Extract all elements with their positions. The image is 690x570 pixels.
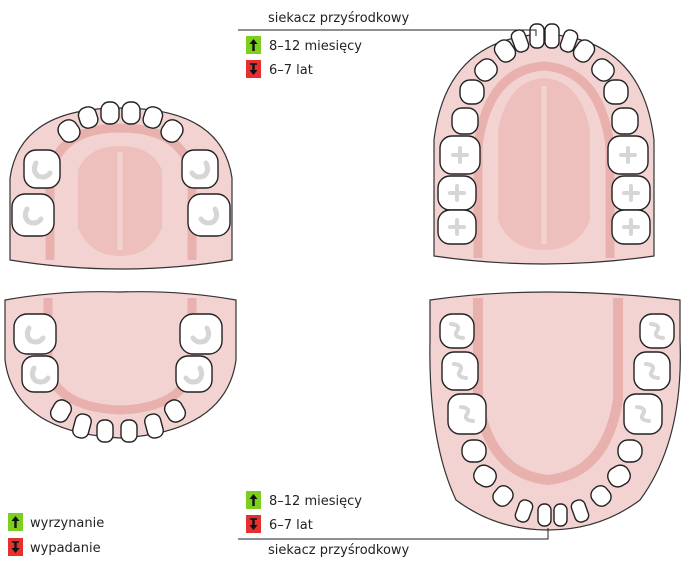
arrow-up-icon xyxy=(246,491,261,509)
upper-permanent-arch xyxy=(433,23,655,265)
upper-primary-ridge xyxy=(45,123,197,260)
tooth-lower-premolar-left-1 xyxy=(461,439,487,463)
tooth-lower-central-incisor-left xyxy=(96,419,114,443)
tooth-lower-premolar-right-2 xyxy=(607,464,631,488)
tooth-upper-second-premolar-left xyxy=(459,79,485,105)
lower-permanent-arch xyxy=(429,291,681,531)
bottom-eruption-age: 8–12 miesięcy xyxy=(269,494,362,509)
lower-permanent-ridge xyxy=(473,298,623,486)
arrow-up-icon xyxy=(246,36,261,54)
arrow-down-icon xyxy=(245,59,262,79)
upper-primary-arch xyxy=(9,101,233,270)
legend-eruption-label: wyrzynanie xyxy=(30,516,104,531)
tooth-lower-central-incisor-right xyxy=(553,503,568,527)
top-callout: siekacz przyśrodkowy 8–12 miesięcy 6–7 l… xyxy=(238,11,537,79)
tooth-upper-first-molar-right xyxy=(181,149,219,189)
tooth-upper-canine-left xyxy=(493,39,517,63)
tooth-upper-second-molar-left xyxy=(11,193,55,237)
tooth-upper-central-incisor-right xyxy=(121,101,141,125)
tooth-upper-canine-right xyxy=(572,39,596,63)
arrow-down-icon xyxy=(7,537,24,557)
tooth-lower-canine-right xyxy=(163,399,187,423)
tooth-lower-lateral-incisor-left xyxy=(514,499,534,523)
tooth-upper-first-molar-left xyxy=(23,149,61,189)
tooth-upper-lateral-incisor-left xyxy=(77,106,99,129)
tooth-upper-lateral-incisor-right xyxy=(142,106,164,129)
tooth-upper-central-incisor-left xyxy=(100,101,120,125)
tooth-lower-canine-right xyxy=(590,485,612,507)
tooth-lower-lateral-incisor-left xyxy=(72,413,92,439)
tooth-lower-lateral-incisor-right xyxy=(144,413,164,439)
tooth-lower-central-incisor-left xyxy=(537,503,552,527)
tooth-upper-first-molar-left xyxy=(451,107,479,135)
tooth-upper-first-molar-right xyxy=(611,107,639,135)
tooth-lower-canine-left xyxy=(492,485,514,507)
legend: wyrzynanie wypadanie xyxy=(7,513,104,557)
upper-permanent-ridge xyxy=(473,61,615,258)
tooth-upper-central-incisor-left xyxy=(529,23,545,49)
top-shedding-age: 6–7 lat xyxy=(269,63,313,78)
arrow-up-icon xyxy=(8,513,23,531)
tooth-upper-canine-right xyxy=(160,119,184,143)
tooth-lower-lateral-incisor-right xyxy=(570,499,590,523)
tooth-upper-second-premolar-right xyxy=(603,79,629,105)
tooth-upper-lateral-incisor-right xyxy=(559,29,579,53)
top-tooth-name-label: siekacz przyśrodkowy xyxy=(268,11,410,26)
tooth-lower-first-molar-right xyxy=(175,355,213,393)
tooth-upper-canine-left xyxy=(57,119,81,143)
top-eruption-age: 8–12 miesięcy xyxy=(269,39,362,54)
legend-shedding-label: wypadanie xyxy=(30,541,101,556)
tooth-upper-first-premolar-left xyxy=(474,58,498,82)
tooth-lower-second-molar-left xyxy=(13,313,57,355)
tooth-lower-second-molar-right xyxy=(179,313,223,355)
arrow-down-icon xyxy=(245,514,262,534)
tooth-upper-central-incisor-right xyxy=(544,23,560,49)
tooth-upper-first-premolar-right xyxy=(591,58,615,82)
bottom-tooth-name-label: siekacz przyśrodkowy xyxy=(268,543,410,558)
bottom-leader-line xyxy=(238,528,549,540)
tooth-lower-premolar-left-2 xyxy=(473,464,497,488)
tooth-lower-first-molar-left xyxy=(21,355,59,393)
tooth-upper-second-molar-right xyxy=(187,193,231,237)
tooth-lower-canine-left xyxy=(49,399,73,423)
tooth-lower-central-incisor-right xyxy=(120,419,138,443)
lower-primary-arch xyxy=(4,291,237,443)
tooth-upper-lateral-incisor-left xyxy=(510,29,530,53)
bottom-callout: 8–12 miesięcy 6–7 lat siekacz przyśrodko… xyxy=(238,491,549,558)
tooth-lower-premolar-right-1 xyxy=(617,439,643,463)
top-leader-line xyxy=(238,29,537,36)
bottom-shedding-age: 6–7 lat xyxy=(269,518,313,533)
